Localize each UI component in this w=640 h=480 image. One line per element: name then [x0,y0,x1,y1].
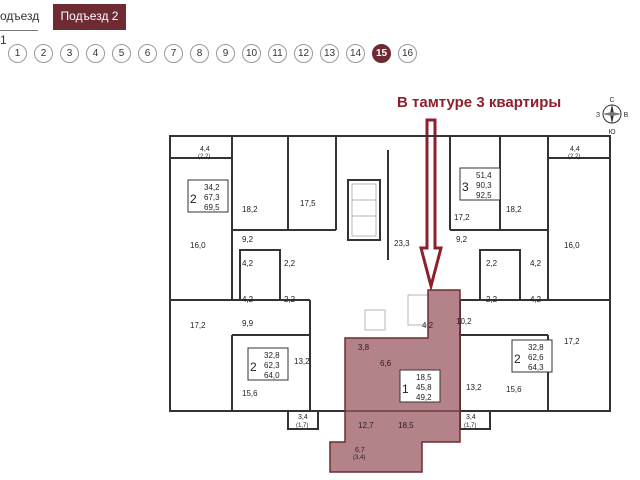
floor-button-12[interactable]: 12 [294,44,313,63]
apartment-info-center: 1 18,5 45,8 49,2 [399,369,441,403]
floor-plan: 4,4 (2,2) 4,4 (2,2) 3,4 (1,7) 3,4 (1,7) … [169,135,611,473]
room-area-label: 15,6 [242,389,258,398]
room-area-label: 18,2 [506,205,522,214]
balcony-sublabel: (2,2) [568,154,580,160]
apartment-info-top-right: 3 51,4 90,3 92,5 [459,167,501,201]
svg-text:34,2: 34,2 [204,183,220,192]
balcony-sublabel: (2,2) [198,154,210,160]
room-area-label: 13,2 [466,383,482,392]
balcony-sublabel: (1,7) [464,423,476,429]
room-area-label: 9,2 [456,235,468,244]
svg-text:51,4: 51,4 [476,171,492,180]
room-area-label: 2,2 [284,295,296,304]
balcony-label: 3,4 [466,414,476,421]
floor-button-10[interactable]: 10 [242,44,261,63]
floor-button-9[interactable]: 9 [216,44,235,63]
compass-west-label: З [596,112,600,119]
room-area-label: 2,2 [486,295,498,304]
svg-text:32,8: 32,8 [264,351,280,360]
room-area-label: 4,2 [242,259,254,268]
svg-text:3: 3 [462,180,469,194]
svg-text:69,5: 69,5 [204,203,220,212]
svg-text:45,8: 45,8 [416,383,432,392]
floor-button-14[interactable]: 14 [346,44,365,63]
tab-entrance-2[interactable]: Подъезд 2 [53,4,126,30]
apartment-info-top-left: 2 34,2 67,3 69,5 [187,179,229,213]
highlighted-apartment[interactable] [329,289,461,473]
svg-text:90,3: 90,3 [476,181,492,190]
tab-entrance-1[interactable]: одъезд 1 [0,4,39,47]
room-area-label: 17,5 [300,199,316,208]
room-area-label: 2,2 [284,259,296,268]
balcony-sublabel: (3,4) [353,455,365,461]
balcony-label: 6,7 [355,447,365,454]
floor-button-5[interactable]: 5 [112,44,131,63]
room-area-label: 18,2 [242,205,258,214]
room-area-label: 9,2 [242,235,254,244]
room-area-label: 17,2 [190,321,206,330]
room-area-label: 4,2 [530,295,542,304]
room-area-label: 15,6 [506,385,522,394]
balcony-label: 3,4 [298,414,308,421]
floor-button-8[interactable]: 8 [190,44,209,63]
room-area-label: 23,3 [394,239,410,248]
floor-button-4[interactable]: 4 [86,44,105,63]
floor-button-16[interactable]: 16 [398,44,417,63]
svg-text:64,0: 64,0 [264,371,280,380]
floor-button-6[interactable]: 6 [138,44,157,63]
room-area-label: 9,9 [242,319,254,328]
svg-text:62,6: 62,6 [528,353,544,362]
callout-text: В тамтуре 3 квартиры [397,94,562,111]
svg-text:2: 2 [250,360,257,374]
svg-text:92,5: 92,5 [476,191,492,200]
floor-button-1[interactable]: 1 [8,44,27,63]
svg-text:67,3: 67,3 [204,193,220,202]
room-area-label: 16,0 [190,241,206,250]
compass-icon: С Ю З В [596,97,628,136]
room-area-label: 2,2 [486,259,498,268]
room-area-label: 10,2 [456,317,472,326]
arrow-down-icon [419,118,443,290]
apartment-info-bottom-right: 2 32,8 62,6 64,3 [511,339,553,373]
room-area-label: 3,8 [358,343,370,352]
compass-south-label: Ю [608,129,615,136]
room-area-label: 4,2 [242,295,254,304]
svg-text:18,5: 18,5 [416,373,432,382]
room-area-label: 6,6 [380,359,392,368]
svg-text:49,2: 49,2 [416,393,432,402]
apartment-info-bottom-left: 2 32,8 62,3 64,0 [247,347,289,381]
floor-button-2[interactable]: 2 [34,44,53,63]
balcony-label: 4,4 [200,146,210,153]
room-area-label: 12,7 [358,421,374,430]
svg-text:2: 2 [514,352,521,366]
svg-text:1: 1 [402,382,409,396]
floor-button-13[interactable]: 13 [320,44,339,63]
compass-east-label: В [624,112,628,119]
room-area-label: 17,2 [564,337,580,346]
svg-text:64,3: 64,3 [528,363,544,372]
balcony-label: 4,4 [570,146,580,153]
room-area-label: 16,0 [564,241,580,250]
floor-button-3[interactable]: 3 [60,44,79,63]
compass-north-label: С [609,97,614,104]
room-area-label: 17,2 [454,213,470,222]
floor-button-11[interactable]: 11 [268,44,287,63]
floor-button-15[interactable]: 15 [372,44,391,63]
svg-text:32,8: 32,8 [528,343,544,352]
svg-text:62,3: 62,3 [264,361,280,370]
room-area-label: 13,2 [294,357,310,366]
room-area-label: 4,2 [422,321,434,330]
room-area-label: 18,5 [398,421,414,430]
svg-text:2: 2 [190,192,197,206]
floor-button-7[interactable]: 7 [164,44,183,63]
balcony-sublabel: (1,7) [296,423,308,429]
room-area-label: 4,2 [530,259,542,268]
